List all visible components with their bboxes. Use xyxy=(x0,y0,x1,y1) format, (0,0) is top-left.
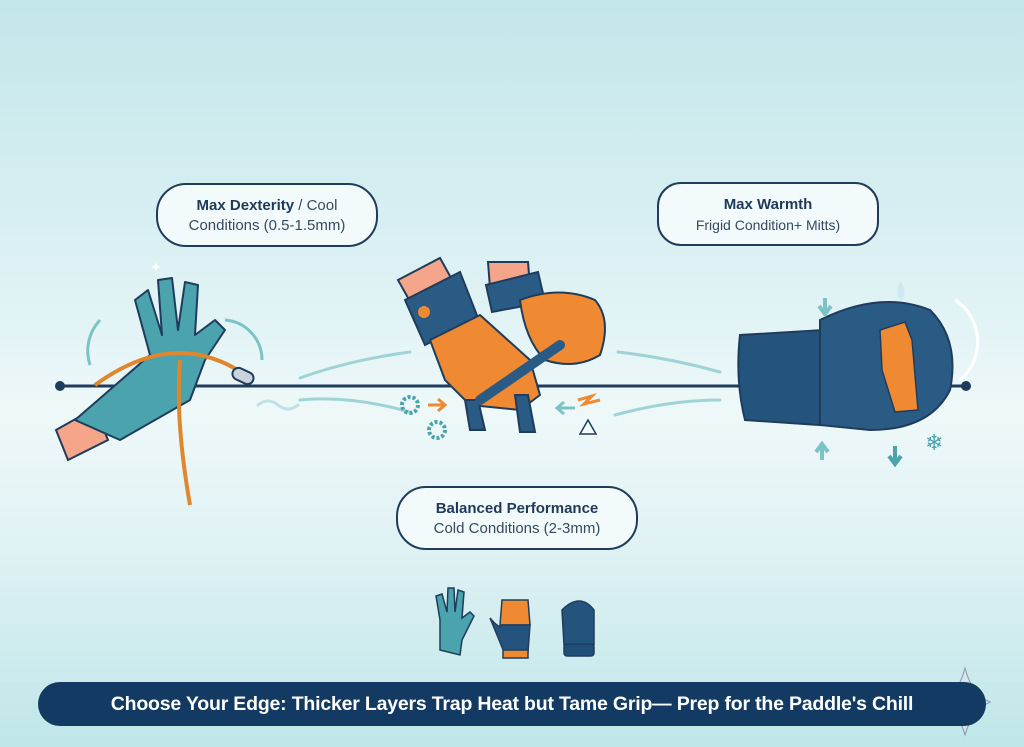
thick-mitt-icon xyxy=(737,280,980,468)
callout-max-dexterity: Max Dexterity / Cool Conditions (0.5-1.5… xyxy=(156,183,378,247)
glove-trio xyxy=(435,587,595,659)
callout-separator: / Cool xyxy=(294,197,338,214)
callout-title: Balanced Performance xyxy=(435,500,599,517)
callout-subtitle: Cold Conditions (2-3mm) xyxy=(433,520,601,537)
callout-balanced-performance: Balanced Performance Cold Conditions (2-… xyxy=(396,486,638,550)
thin-glove-icon: ✦ xyxy=(54,259,264,506)
callout-subtitle: Conditions (0.5-1.5mm) xyxy=(188,217,346,234)
gear-icon xyxy=(400,395,448,440)
callout-subtitle: Frigid Condition+ Mitts) xyxy=(695,217,841,233)
svg-text:✦: ✦ xyxy=(150,259,162,275)
callout-title: Max Dexterity xyxy=(196,197,295,214)
snowflake-icon: ❄ xyxy=(925,430,943,455)
callout-max-warmth: Max Warmth Frigid Condition+ Mitts) xyxy=(657,182,879,246)
balance-scale-icon xyxy=(554,392,601,435)
mid-glove-icon xyxy=(396,256,606,433)
callout-title: Max Warmth xyxy=(723,196,813,213)
bottom-banner: Choose Your Edge: Thicker Layers Trap He… xyxy=(38,682,986,726)
flow-arrows xyxy=(256,350,722,417)
